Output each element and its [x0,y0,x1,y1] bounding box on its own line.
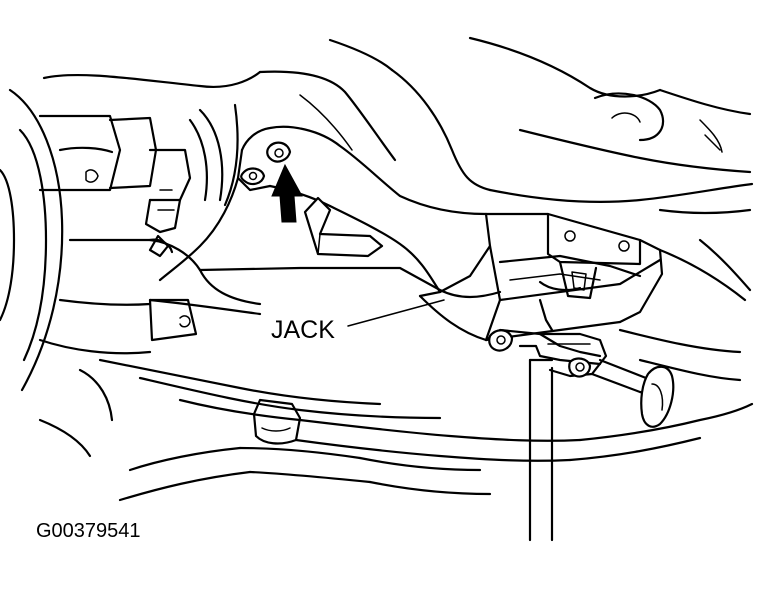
crossmember-frame [38,238,754,502]
up-arrow-icon [271,163,303,223]
jack-leader-line [347,299,445,327]
jack-callout-label: JACK [271,316,335,344]
engine-mount-bracket [158,125,488,294]
figure-id-caption: G00379541 [36,520,141,542]
floor-jack [484,298,675,542]
support-tab [303,196,384,258]
engine-housing-outline [42,36,754,215]
jack-adapter [418,212,664,342]
lower-control-arm [38,234,202,355]
wheel-hub-assembly [0,88,239,392]
